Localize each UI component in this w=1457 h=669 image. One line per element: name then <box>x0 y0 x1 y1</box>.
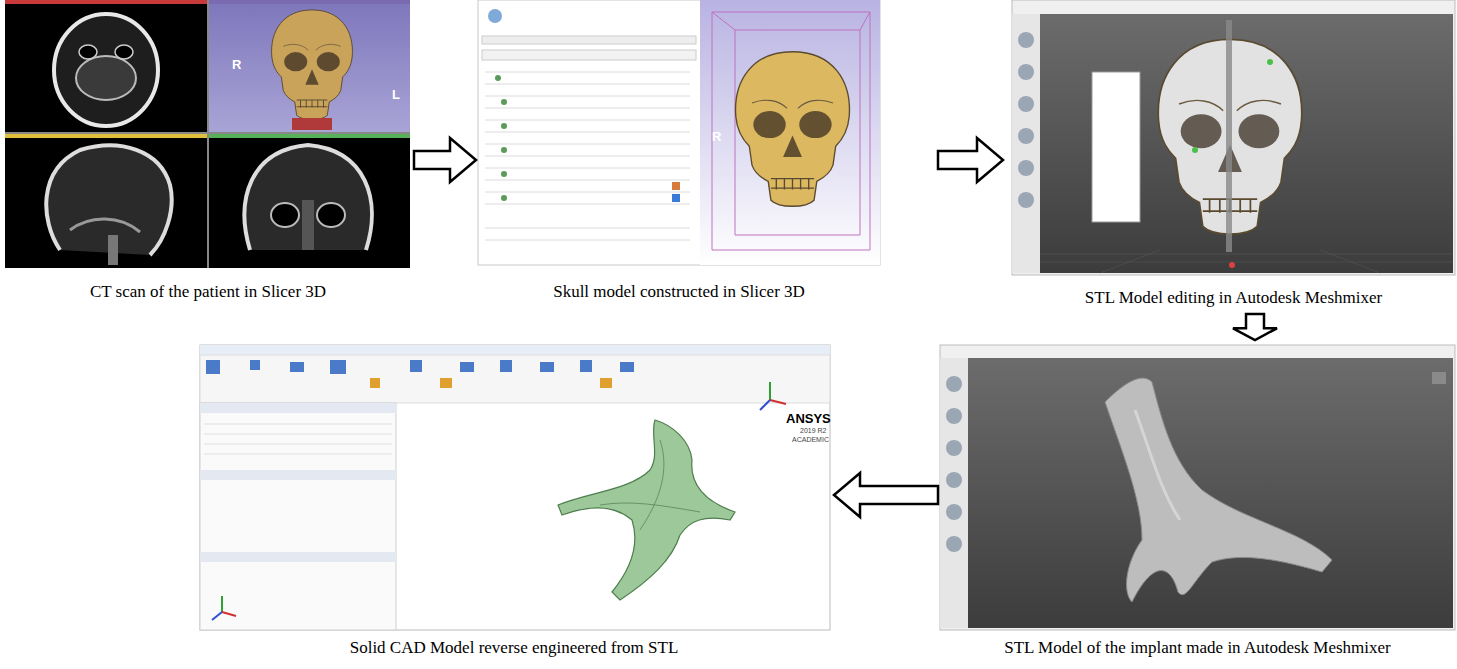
step-caption: Skull model constructed in Slicer 3D <box>478 282 880 302</box>
step-caption: CT scan of the patient in Slicer 3D <box>4 282 412 302</box>
process-panel: STL Model of the implant made in Autodes… <box>940 342 1455 667</box>
block-arrow <box>834 473 938 517</box>
meshmixer-implant-screenshot <box>940 345 1455 630</box>
block-arrow <box>1233 314 1277 340</box>
spaceclaim-screenshot <box>200 345 830 630</box>
slicer-screenshot <box>478 0 880 265</box>
license-label: ACADEMIC <box>792 436 829 444</box>
process-panel: CT scan of the patient in Slicer 3D <box>4 0 412 312</box>
process-panel: Solid CAD Model reverse engineered from … <box>196 342 832 667</box>
ct-screenshot <box>5 0 410 268</box>
step-caption: Solid CAD Model reverse engineered from … <box>196 638 832 658</box>
meshmixer-screenshot <box>1012 0 1455 275</box>
view-label: R <box>712 130 721 144</box>
step-caption: STL Model of the implant made in Autodes… <box>940 638 1455 658</box>
view-label: R <box>232 58 241 72</box>
view-label: L <box>392 88 400 102</box>
process-panel: STL Model editing in Autodesk Meshmixer <box>1005 0 1455 312</box>
version-label: 2019 R2 <box>800 427 826 435</box>
process-panel: Skull model constructed in Slicer 3D <box>478 0 936 312</box>
block-arrow <box>414 138 476 182</box>
software-logo: ANSYS <box>786 412 831 426</box>
block-arrow <box>938 138 1003 182</box>
step-caption: STL Model editing in Autodesk Meshmixer <box>1012 288 1455 308</box>
